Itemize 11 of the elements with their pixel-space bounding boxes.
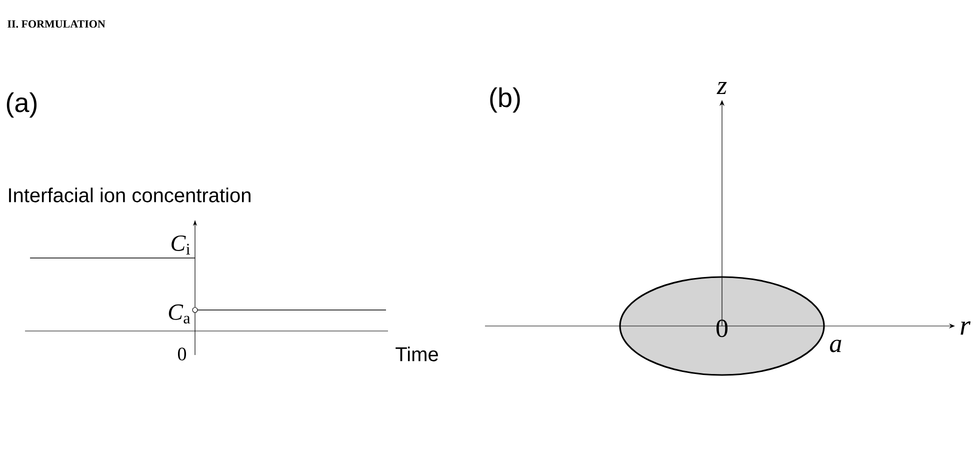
axis-label: z [716,82,727,94]
point-label: a [830,340,842,352]
panel-label: (b) [490,87,520,113]
section-heading: II. FORMULATION [8,20,106,28]
panel-label: (a) [6,92,37,118]
axis-title: Interfacial ion concentration [9,188,250,202]
axis-label: C$_{i}$ [172,236,190,254]
tick-label: 0 [178,348,186,360]
axis-label: C$_{a}$ [168,304,190,324]
axis-label: r [960,321,971,335]
axis-label: Time [396,346,438,362]
